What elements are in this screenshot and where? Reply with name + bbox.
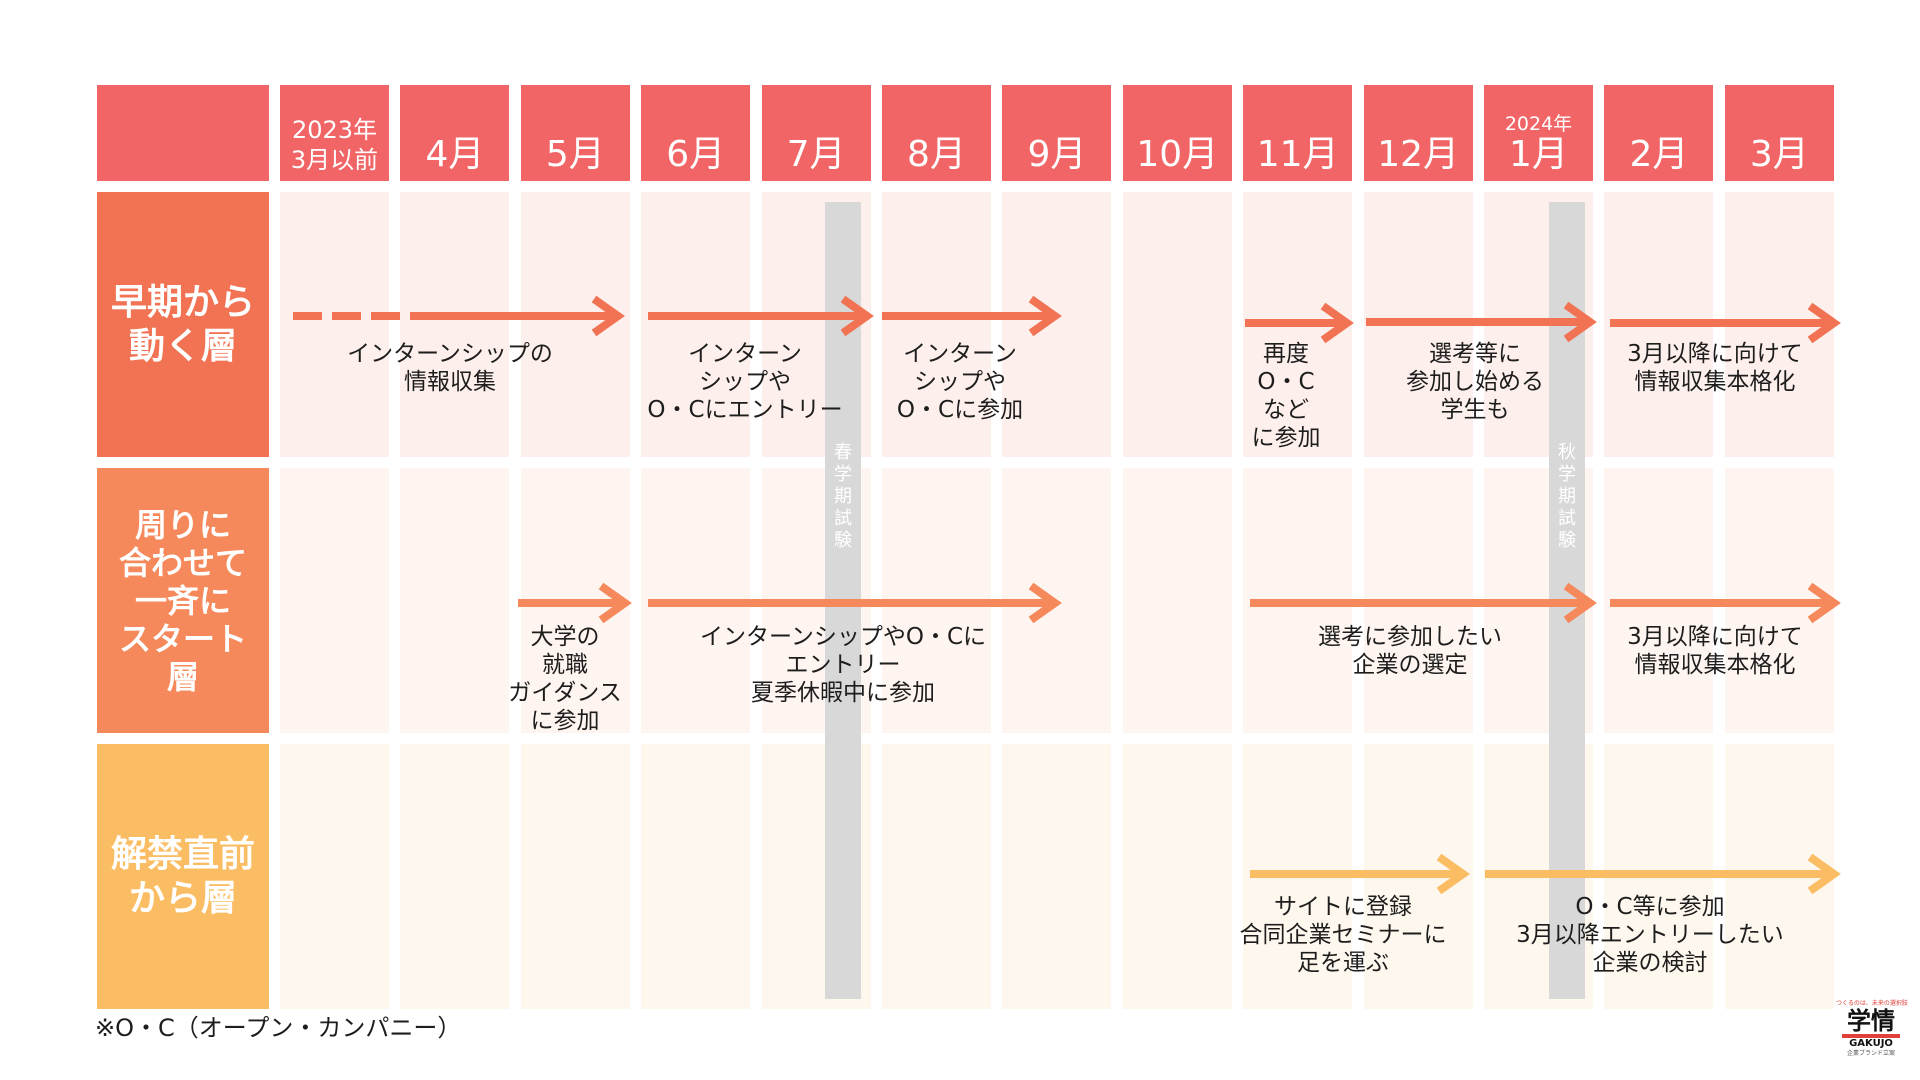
- early-arrow-selection: [1366, 301, 1597, 343]
- header-month-label: 9月: [1027, 134, 1087, 175]
- header-month-label: 3月以前: [290, 146, 379, 174]
- logo-mark: 学情: [1847, 1007, 1895, 1035]
- header-month-3: 5月: [520, 85, 630, 181]
- header-month-label: 12月: [1377, 134, 1459, 175]
- logo-romaji: GAKUJO: [1849, 1038, 1893, 1049]
- grid-cell: [641, 192, 751, 457]
- header-month-label: 4月: [425, 134, 485, 175]
- grid-cell: [280, 744, 389, 1009]
- header-month-label: 6月: [666, 134, 726, 175]
- early-arrow-oc-again: [1245, 302, 1354, 344]
- header-month-6: 8月: [882, 85, 991, 181]
- late-arrow-seminar: [1250, 853, 1470, 895]
- header-month-7: 9月: [1002, 85, 1112, 181]
- header-month-8: 10月: [1122, 85, 1232, 181]
- header-month-5: 7月: [761, 85, 871, 181]
- header-month-12: 2月: [1604, 85, 1714, 181]
- note-mid-fullscale: 3月以降に向けて 情報収集本格化: [1627, 624, 1803, 678]
- spring-exam-label: 春 学 期 試 験: [834, 442, 852, 551]
- grid-cell: [641, 744, 751, 1009]
- grid-cell: [882, 744, 991, 1009]
- header-month-label: 2月: [1629, 134, 1689, 175]
- note-early-selection: 選考等に 参加し始める 学生も: [1406, 341, 1544, 423]
- early-arrow-participate: [882, 295, 1062, 337]
- header-month-label: 10月: [1136, 134, 1219, 175]
- late-arrow-oc: [1485, 853, 1841, 895]
- autumn-exam-label: 秋 学 期 試 験: [1558, 442, 1576, 551]
- header-month-label: 3月: [1749, 134, 1809, 175]
- note-mid-summer: インターンシップやO・Cに エントリー 夏季休暇中に参加: [699, 624, 986, 706]
- grid-cell: [520, 744, 630, 1009]
- header-year: 2023年: [291, 116, 378, 144]
- mid-arrow-info: [1610, 582, 1841, 624]
- footnote: ※O・C（オープン・カンパニー）: [95, 1014, 462, 1042]
- grid-cell: [400, 192, 510, 457]
- header-month-10: 12月: [1363, 85, 1473, 181]
- mid-arrow-selection: [1250, 582, 1597, 624]
- header-month-9: 11月: [1243, 85, 1353, 181]
- logo-sub: 企業ブランド立案: [1846, 1050, 1895, 1057]
- logo-tagline: つくるのは、未来の選択肢: [1836, 1000, 1908, 1007]
- grid-cell: [400, 744, 510, 1009]
- mid-arrow-summer: [648, 582, 1062, 624]
- note-late-seminar: サイトに登録 合同企業セミナーに 足を運ぶ: [1239, 894, 1447, 976]
- grid-cell: [280, 192, 389, 457]
- header-month-2: 4月: [400, 85, 510, 181]
- header-month-4: 6月: [641, 85, 751, 181]
- logo-bar: [1842, 1034, 1900, 1038]
- note-late-oc: O・C等に参加 3月以降エントリーしたい 企業の検討: [1516, 894, 1784, 976]
- mid-arrow-guidance: [518, 582, 632, 624]
- header-month-label: 1月: [1509, 134, 1568, 175]
- note-early-oc-again: 再度 O・C など に参加: [1251, 341, 1321, 451]
- grid-cell: [1122, 468, 1232, 733]
- grid-cell: [1122, 744, 1232, 1009]
- note-early-entry: インターン シップや O・Cにエントリー: [647, 341, 843, 423]
- early-arrow-entry: [648, 295, 874, 337]
- row-label-mid: 周りに 合わせて 一斉に スタート 層: [97, 468, 269, 733]
- header-corner: [97, 85, 269, 181]
- early-arrow-info: [1610, 302, 1841, 344]
- header-year: 2024年: [1504, 113, 1573, 135]
- grid-cell: [1002, 744, 1112, 1009]
- note-mid-guidance: 大学の 就職 ガイダンス に参加: [508, 624, 622, 734]
- header-month-label: 7月: [786, 134, 846, 175]
- early-arrow-dashed: [293, 295, 625, 337]
- header-month-label: 11月: [1256, 134, 1339, 175]
- grid-cell: [280, 468, 389, 733]
- gakujo-logo: つくるのは、未来の選択肢 学情 GAKUJO 企業ブランド立案: [1836, 1000, 1908, 1058]
- note-mid-selection: 選考に参加したい 企業の選定: [1318, 624, 1502, 678]
- note-early-participate: インターン シップや O・Cに参加: [896, 341, 1024, 423]
- header-month-label: 5月: [545, 134, 605, 175]
- grid-cell: [1122, 192, 1232, 457]
- header-month-label: 8月: [907, 134, 966, 175]
- row-label-late: 解禁直前 から層: [97, 744, 269, 1009]
- grid-cell: [882, 192, 991, 457]
- note-early-info: インターンシップの 情報収集: [347, 341, 553, 395]
- row-label-early: 早期から 動く層: [97, 192, 269, 457]
- header-month-13: 3月: [1724, 85, 1834, 181]
- grid-cell: [1002, 192, 1112, 457]
- note-early-fullscale: 3月以降に向けて 情報収集本格化: [1627, 341, 1803, 395]
- grid-cell: [400, 468, 510, 733]
